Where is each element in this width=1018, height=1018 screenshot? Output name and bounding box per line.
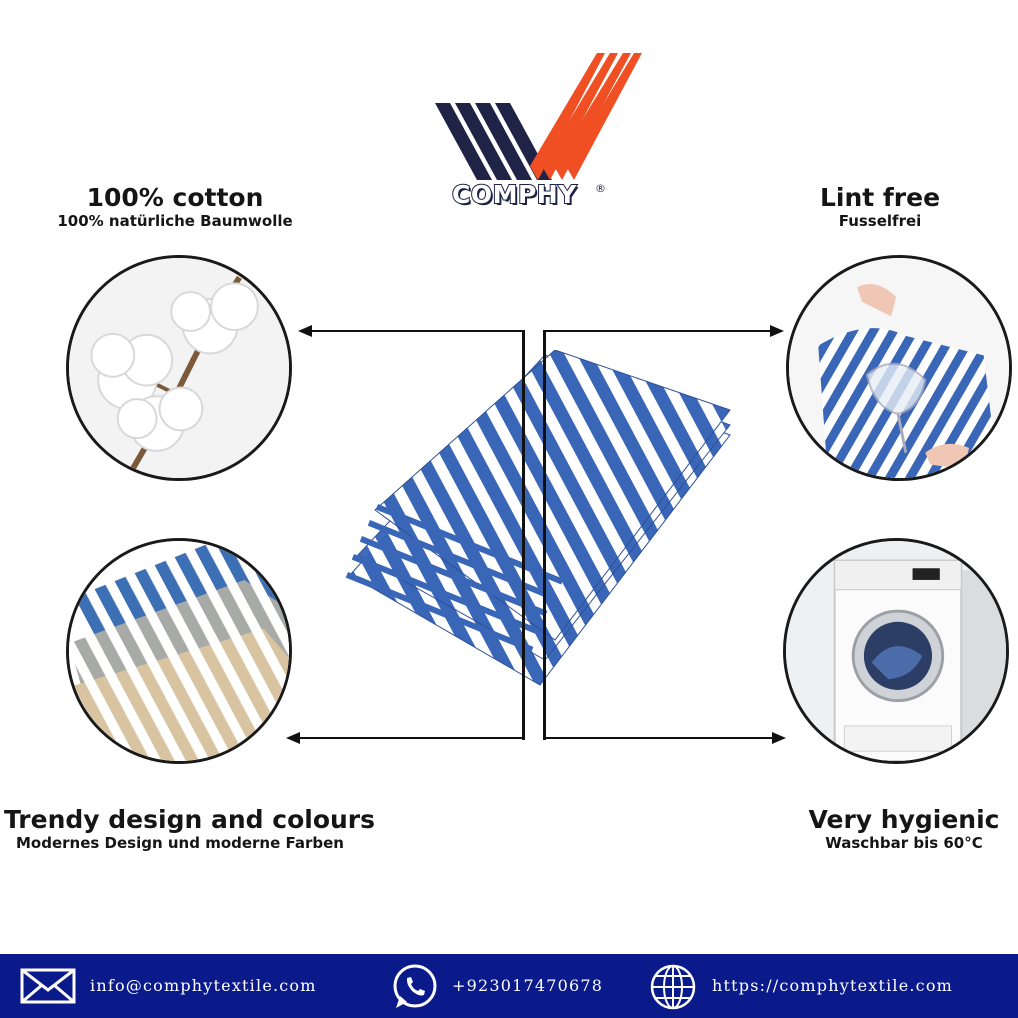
striped-tea-towels-icon (345, 349, 731, 686)
connector-top-left (305, 330, 525, 332)
product-image (330, 349, 740, 710)
feature-subtitle: Modernes Design und moderne Farben (16, 834, 344, 852)
feature-title: Very hygienic (808, 805, 1000, 834)
brand-name: COMPHY (451, 179, 577, 210)
hygienic-image (783, 538, 1009, 764)
feature-very-hygienic: Very hygienic Waschbar bis 60°C (790, 805, 1018, 852)
cotton-image (66, 255, 292, 481)
whatsapp-icon (393, 964, 437, 1008)
connector-bottom-left (295, 737, 525, 739)
cotton-boll-icon (69, 258, 289, 478)
connector-top-right (543, 330, 773, 332)
towel-stack-icon (69, 541, 289, 761)
arrow-right-icon (770, 325, 784, 337)
mail-icon (20, 968, 76, 1004)
feature-subtitle: Waschbar bis 60°C (825, 834, 983, 852)
connector-right-vertical (543, 330, 546, 740)
website-link[interactable]: https://comphytextile.com (712, 976, 954, 995)
phone-link[interactable]: +923017470678 (452, 976, 604, 995)
feature-lint-free: Lint free Fusselfrei (780, 183, 980, 230)
contact-footer: info@comphytextile.com +923017470678 htt… (0, 954, 1018, 1018)
feature-trendy-design: Trendy design and colours Modernes Desig… (4, 805, 394, 852)
feature-cotton: 100% cotton 100% natürliche Baumwolle (40, 183, 310, 230)
connector-bottom-right (543, 737, 775, 739)
feature-subtitle: 100% natürliche Baumwolle (57, 212, 293, 230)
washing-machine-icon (786, 541, 1006, 761)
feature-subtitle: Fusselfrei (838, 212, 922, 230)
logo-mark-icon (435, 53, 642, 180)
connector-left-vertical (522, 330, 525, 740)
feature-title: Trendy design and colours (4, 805, 375, 834)
arrow-right-icon (772, 732, 786, 744)
lint-free-image (786, 255, 1012, 481)
arrow-left-icon (298, 325, 312, 337)
registered-mark: ® (595, 182, 606, 195)
feature-title: Lint free (819, 183, 941, 212)
arrow-left-icon (286, 732, 300, 744)
email-link[interactable]: info@comphytextile.com (90, 976, 317, 995)
glass-drying-icon (789, 258, 1009, 478)
globe-icon (650, 964, 696, 1010)
feature-title: 100% cotton (86, 183, 264, 212)
brand-logo: COMPHY ® (430, 48, 645, 223)
trendy-design-image (66, 538, 292, 764)
